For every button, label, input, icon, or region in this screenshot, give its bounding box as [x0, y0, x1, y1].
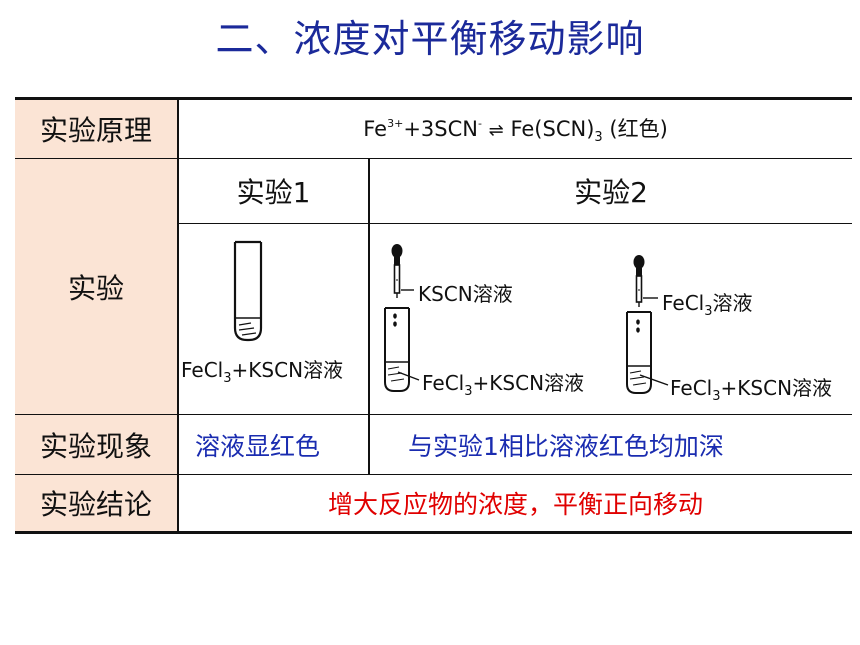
- test-tube-icon: [626, 311, 669, 394]
- exp2-phenomenon: 与实验1相比溶液红色均加深: [369, 414, 853, 475]
- phenomenon-header: 实验现象: [15, 414, 179, 475]
- exp2-title: 实验2: [369, 158, 853, 224]
- principle-header: 实验原理: [15, 97, 179, 159]
- exp1-figure-cell: FeCl3+KSCN溶液: [178, 223, 370, 415]
- exp2-figure-cell: KSCN溶液 FeCl3+KSCN溶液 FeCl3溶液 FeCl3+KSCN溶液: [369, 223, 853, 415]
- exp2b-tube-label: FeCl3+KSCN溶液: [670, 376, 833, 404]
- conclusion-header: 实验结论: [15, 474, 179, 534]
- formula-scn: +3SCN: [403, 116, 478, 141]
- formula-color-note: (红色): [609, 116, 668, 141]
- equilibrium-arrow: ⇌: [488, 119, 504, 141]
- conclusion-text: 增大反应物的浓度，平衡正向移动: [178, 474, 853, 534]
- page-title: 二、浓度对平衡移动影响: [215, 17, 645, 61]
- formula-product-sub: 3: [594, 130, 603, 146]
- experiment-header: 实验: [15, 158, 179, 415]
- reaction-formula: Fe3++3SCN- ⇌ Fe(SCN)3 (红色): [178, 97, 853, 159]
- exp1-title: 实验1: [178, 158, 370, 224]
- test-tube-icon: [233, 240, 263, 342]
- exp2a-dropper-label: KSCN溶液: [418, 282, 513, 306]
- formula-product: Fe(SCN): [510, 116, 595, 141]
- exp2a-tube-label: FeCl3+KSCN溶液: [422, 371, 585, 399]
- dropper-icon: [633, 255, 658, 307]
- experiment-table: 实验原理 Fe3++3SCN- ⇌ Fe(SCN)3 (红色) 实验 实验1 实…: [15, 97, 853, 534]
- exp1-phenomenon: 溶液显红色: [178, 414, 370, 475]
- test-tube-icon: [384, 307, 420, 392]
- formula-fe-charge: 3+: [387, 116, 404, 130]
- exp2-apparatus: [384, 244, 669, 394]
- dropper-icon: [391, 244, 414, 298]
- exp2b-dropper-label: FeCl3溶液: [662, 291, 753, 319]
- exp1-tube-label: FeCl3+KSCN溶液: [181, 358, 344, 386]
- formula-fe: Fe: [363, 116, 388, 141]
- formula-scn-charge: -: [478, 116, 482, 130]
